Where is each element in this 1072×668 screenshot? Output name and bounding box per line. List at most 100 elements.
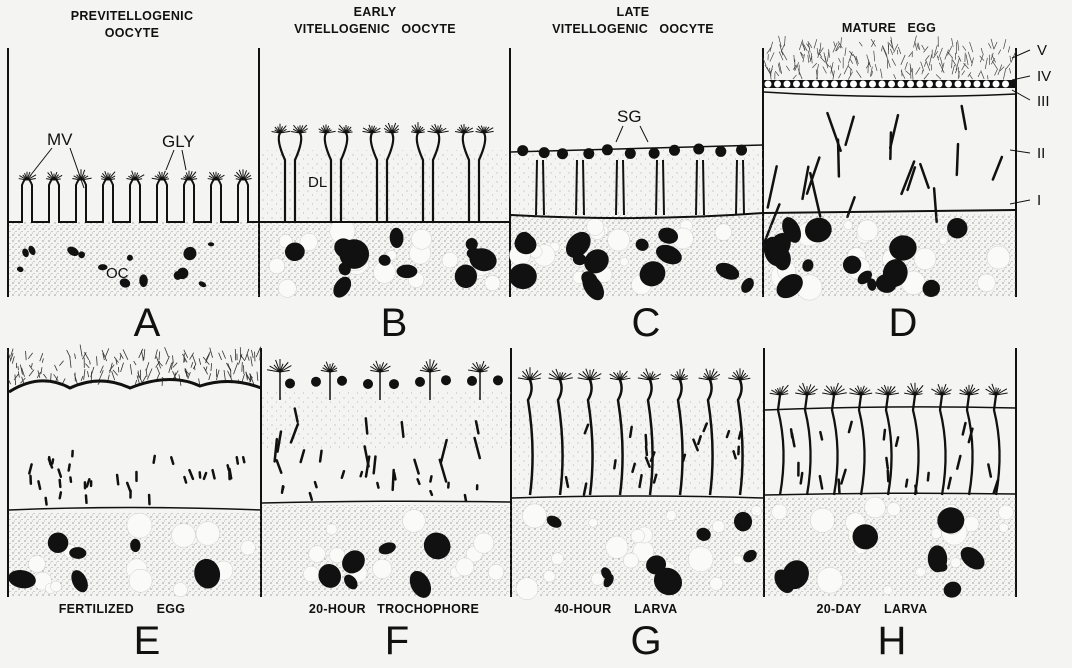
vesicle [28,555,45,572]
vesicle [442,252,458,268]
cortical-rod [301,450,304,462]
label-mv: MV [47,131,73,148]
vesicle [303,566,319,582]
fibrous-coat [134,361,136,365]
vesicle [522,504,546,528]
vesicle [666,510,676,520]
secretory-granule [693,144,704,155]
sg-pointer [616,126,623,142]
panel-h [765,383,1016,600]
granule [964,81,971,88]
outer-fibrous-layer [875,64,877,71]
fibrous-coat [29,370,34,376]
outer-fibrous-layer [985,58,987,69]
panel-h-letter: H [878,621,907,661]
vesicle [623,553,638,568]
cytoplasm [9,222,259,297]
cortical-rod [282,486,283,492]
cortical-rod [69,465,70,471]
outer-fibrous-layer [929,54,932,65]
outer-fibrous-layer [952,57,953,68]
outer-fibrous-layer [952,65,954,74]
vesicle [589,518,598,527]
granule [860,81,867,88]
fibrous-coat [121,363,124,372]
cortical-rod [839,480,840,493]
granule [1002,81,1009,88]
secretory-granule [389,379,399,389]
cortical-rod [884,430,885,439]
outer-fibrous-layer [839,58,841,63]
vesicle [620,258,628,266]
secretory-granule [363,379,373,389]
fibrous-coat [99,370,103,380]
outer-fibrous-layer [921,62,924,72]
cortical-rod [377,483,378,488]
outer-fibrous-layer [1003,68,1005,79]
cortical-rod [920,164,928,188]
outer-fibrous-layer [771,65,773,74]
outer-fibrous-layer [892,59,896,66]
cortical-rod [366,418,367,433]
cortical-rod [394,473,395,480]
granule [936,81,943,88]
layer-pointer [1010,200,1030,204]
secretory-granule [736,145,747,156]
outer-fibrous-layer [922,45,925,50]
branched-microvillus [940,395,946,495]
vesicle [278,279,296,297]
cortical-rod [890,132,891,158]
vesicle [543,570,555,582]
cortical-rod [957,144,958,175]
vesicle [951,558,961,568]
outer-fibrous-layer [1003,39,1005,49]
outer-fibrous-layer [933,51,938,58]
fibrous-coat [70,356,71,368]
fibrous-coat [105,348,109,357]
outer-fibrous-layer [901,55,905,65]
granule [945,81,952,88]
outer-fibrous-layer [970,42,973,52]
dense-layer [511,150,763,222]
cortical-rod [213,470,215,478]
fibrous-coat [90,360,91,364]
vesicle [372,559,391,578]
fibrous-coat [130,364,132,374]
granule [907,81,914,88]
outer-fibrous-layer [820,43,821,51]
secretory-granule [557,148,568,159]
vesicle [865,497,886,518]
branched-microvillus [913,395,919,495]
fibrous-coat [112,371,115,380]
fibrous-coat [84,352,88,360]
fibrous-coat [146,369,147,377]
outer-fibrous-layer [812,63,816,68]
outer-fibrous-layer [1010,56,1011,63]
fibrous-coat [113,370,118,375]
cortical-rod [683,455,685,461]
vesicle [914,248,936,270]
outer-fibrous-layer [956,58,959,70]
layer-label-iii: III [1037,94,1050,109]
cortical-rod [841,470,845,484]
secretory-granule [715,146,726,157]
panel-d-letter: D [889,303,918,343]
cortical-rod [418,479,420,484]
outer-fibrous-layer [898,47,901,54]
vesicle [844,221,853,230]
outer-fibrous-layer [916,67,921,74]
cortical-rod [361,472,362,476]
plasma-membrane [262,501,511,503]
outer-fibrous-layer [998,50,1001,55]
outer-fibrous-layer [894,74,896,79]
fibrous-coat [32,363,33,367]
dense-layer [262,390,511,450]
granule [974,81,981,88]
cortical-rod [171,457,173,463]
granule [879,81,886,88]
outer-fibrous-layer [770,52,774,61]
cortical-rod [820,432,822,439]
outer-fibrous-layer [952,38,954,47]
granule [793,81,800,88]
fibrous-coat [138,371,139,378]
